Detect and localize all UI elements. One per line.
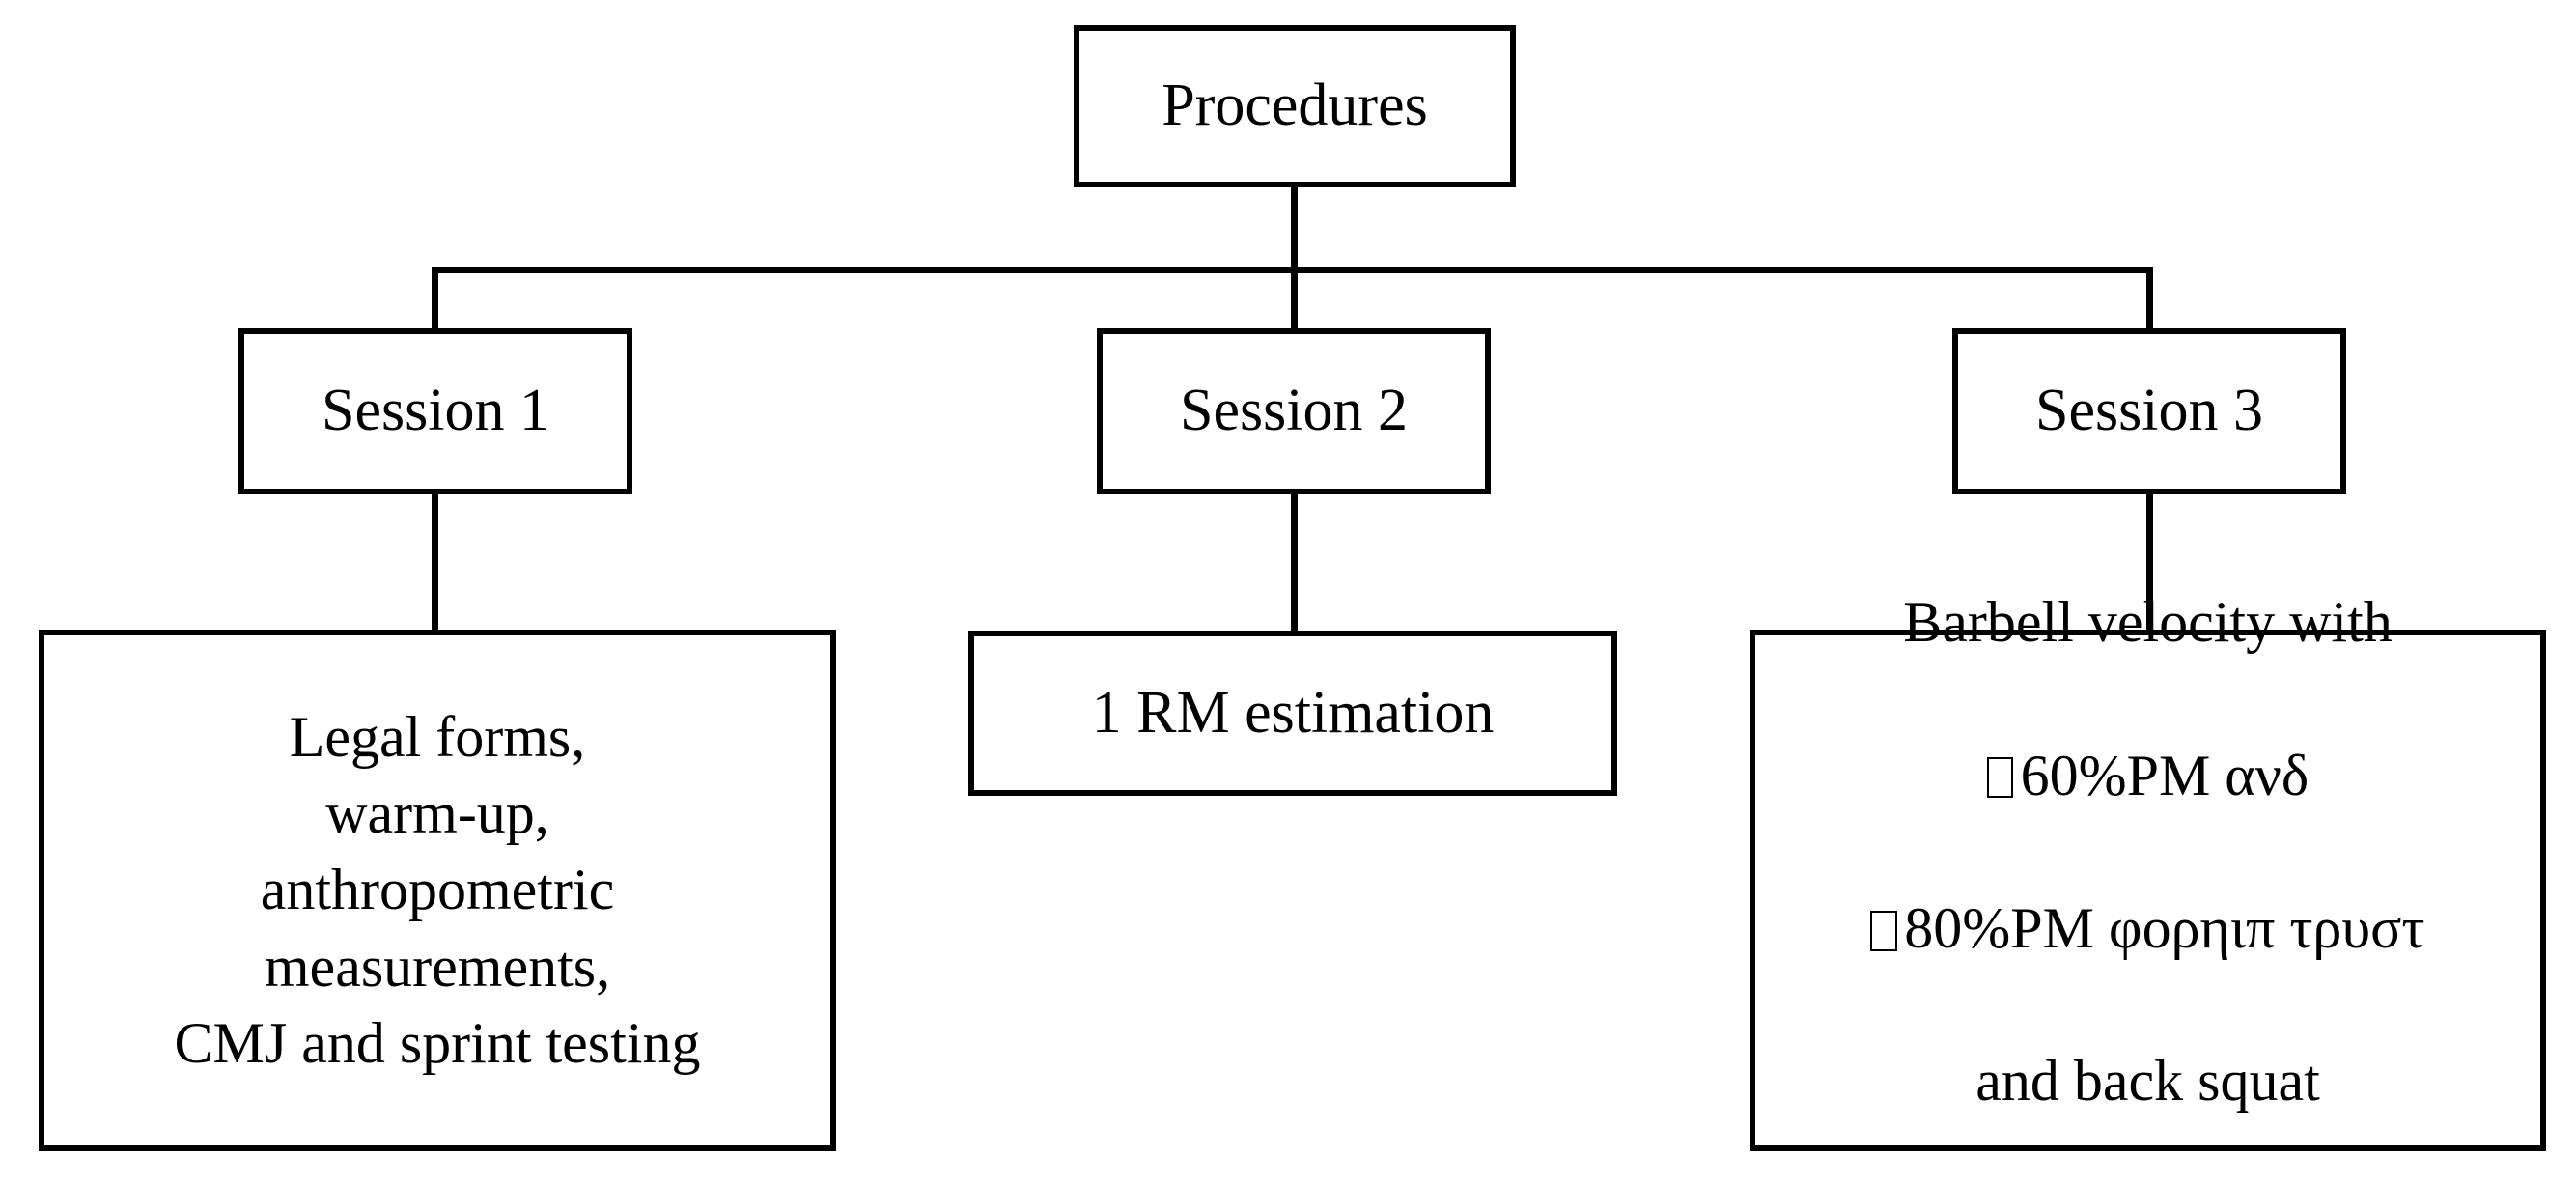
edge-procedures-to-bus	[1291, 187, 1298, 269]
edge-bus-to-session-2	[1291, 267, 1298, 332]
node-procedures-label: Procedures	[1162, 72, 1428, 139]
node-session-3-details: Barbell velocity with 60%PM ανδ 80%PM φο…	[1750, 590, 2546, 1151]
node-session-2-label: Session 2	[1180, 378, 1408, 444]
edge-bus-to-session-1	[432, 267, 438, 332]
session-3-detail-line-4: and back squat	[1975, 1049, 2320, 1114]
node-session-3-label: Session 3	[2035, 378, 2263, 444]
node-session-3-details-text: Barbell velocity with 60%PM ανδ 80%PM φο…	[1755, 508, 2540, 1186]
session-3-detail-line-3: 80%PM φορηιπ τρυστ	[1904, 896, 2425, 960]
session-3-detail-line-2: 60%PM ανδ	[2020, 743, 2310, 807]
missing-glyph-box-icon	[1870, 910, 1898, 951]
node-session-1-label: Session 1	[322, 378, 549, 444]
node-session-2-details: 1 RM estimation	[968, 631, 1617, 796]
node-session-1: Session 1	[238, 328, 632, 494]
node-session-1-details-text: Legal forms, warm-up, anthropometric mea…	[174, 705, 701, 1075]
missing-glyph-box-icon	[1986, 757, 2014, 799]
edge-bus-to-session-3	[2146, 267, 2153, 332]
node-session-3: Session 3	[1952, 328, 2346, 494]
edge-session-1-to-details	[432, 491, 438, 634]
node-session-1-details: Legal forms, warm-up, anthropometric mea…	[39, 630, 836, 1151]
session-3-detail-line-1: Barbell velocity with	[1903, 590, 2393, 655]
node-procedures: Procedures	[1074, 25, 1516, 187]
edge-session-3-to-details	[2146, 491, 2153, 634]
edge-session-2-to-details	[1291, 491, 1298, 634]
node-session-2: Session 2	[1097, 328, 1491, 494]
node-session-2-details-text: 1 RM estimation	[1091, 679, 1495, 746]
